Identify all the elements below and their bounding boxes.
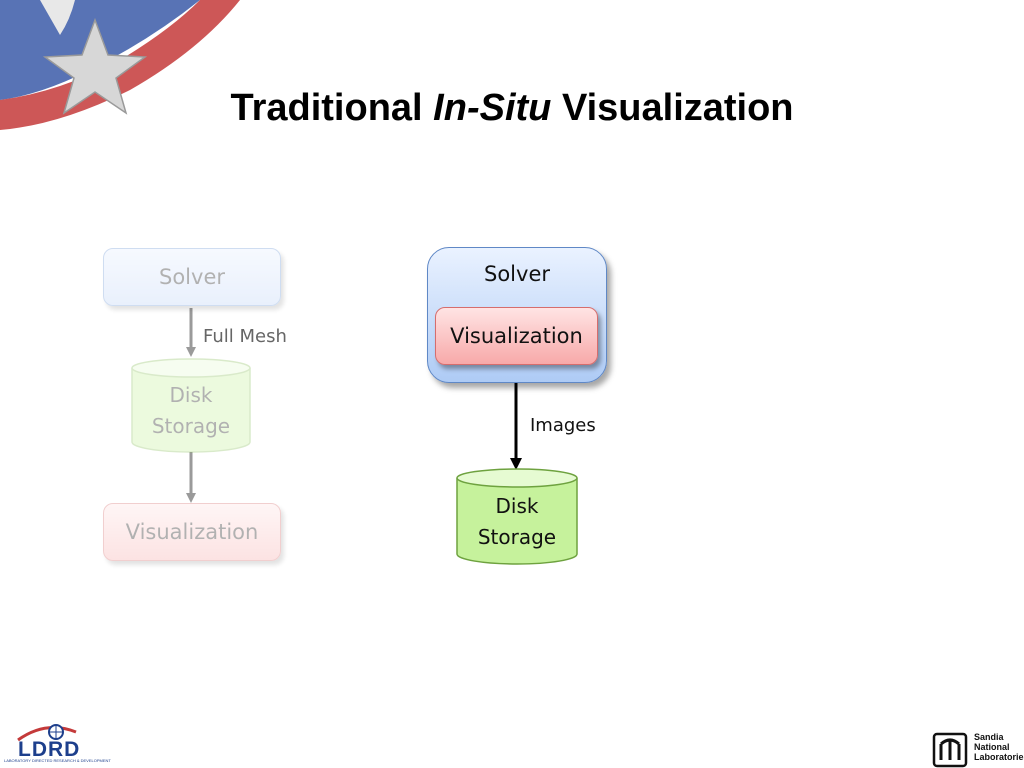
right-disk-storage-shape bbox=[456, 468, 578, 565]
left-solver-label: Solver bbox=[159, 265, 225, 289]
right-visualization-label: Visualization bbox=[450, 324, 583, 348]
title-prefix: Traditional bbox=[230, 87, 423, 130]
sandia-line3: Laboratories bbox=[974, 752, 1024, 762]
sandia-line2: National bbox=[974, 742, 1010, 752]
ldrd-logo-text: LDRD bbox=[18, 738, 81, 761]
left-edge-label-full-mesh: Full Mesh bbox=[203, 326, 287, 347]
sandia-logo-icon bbox=[932, 732, 968, 768]
right-edge-label-images: Images bbox=[530, 415, 596, 436]
page-title: Traditional In-Situ Visualization bbox=[0, 87, 1024, 130]
left-storage-line1: Disk bbox=[169, 383, 213, 407]
right-storage-line1: Disk bbox=[495, 494, 539, 518]
right-disk-storage-node: Disk Storage bbox=[455, 468, 579, 566]
right-visualization-node: Visualization bbox=[435, 307, 598, 365]
left-visualization-label: Visualization bbox=[125, 520, 259, 544]
ldrd-logo-subtext: LABORATORY DIRECTED RESEARCH & DEVELOPME… bbox=[4, 758, 111, 763]
flag-star-decoration bbox=[0, 0, 240, 130]
sandia-logo-text: Sandia National Laboratories bbox=[974, 732, 1024, 762]
title-emphasis: In-Situ bbox=[433, 87, 552, 130]
left-disk-storage-shape bbox=[131, 358, 251, 453]
ldrd-logo-icon bbox=[17, 724, 77, 742]
left-solver-node: Solver bbox=[103, 248, 281, 306]
left-visualization-node: Visualization bbox=[103, 503, 281, 561]
sandia-line1: Sandia bbox=[974, 732, 1004, 742]
left-storage-line2: Storage bbox=[151, 414, 231, 438]
title-suffix: Visualization bbox=[561, 87, 794, 130]
right-storage-line2: Storage bbox=[477, 525, 557, 549]
left-disk-storage-node: Disk Storage bbox=[130, 358, 252, 454]
right-solver-label: Solver bbox=[484, 262, 550, 286]
